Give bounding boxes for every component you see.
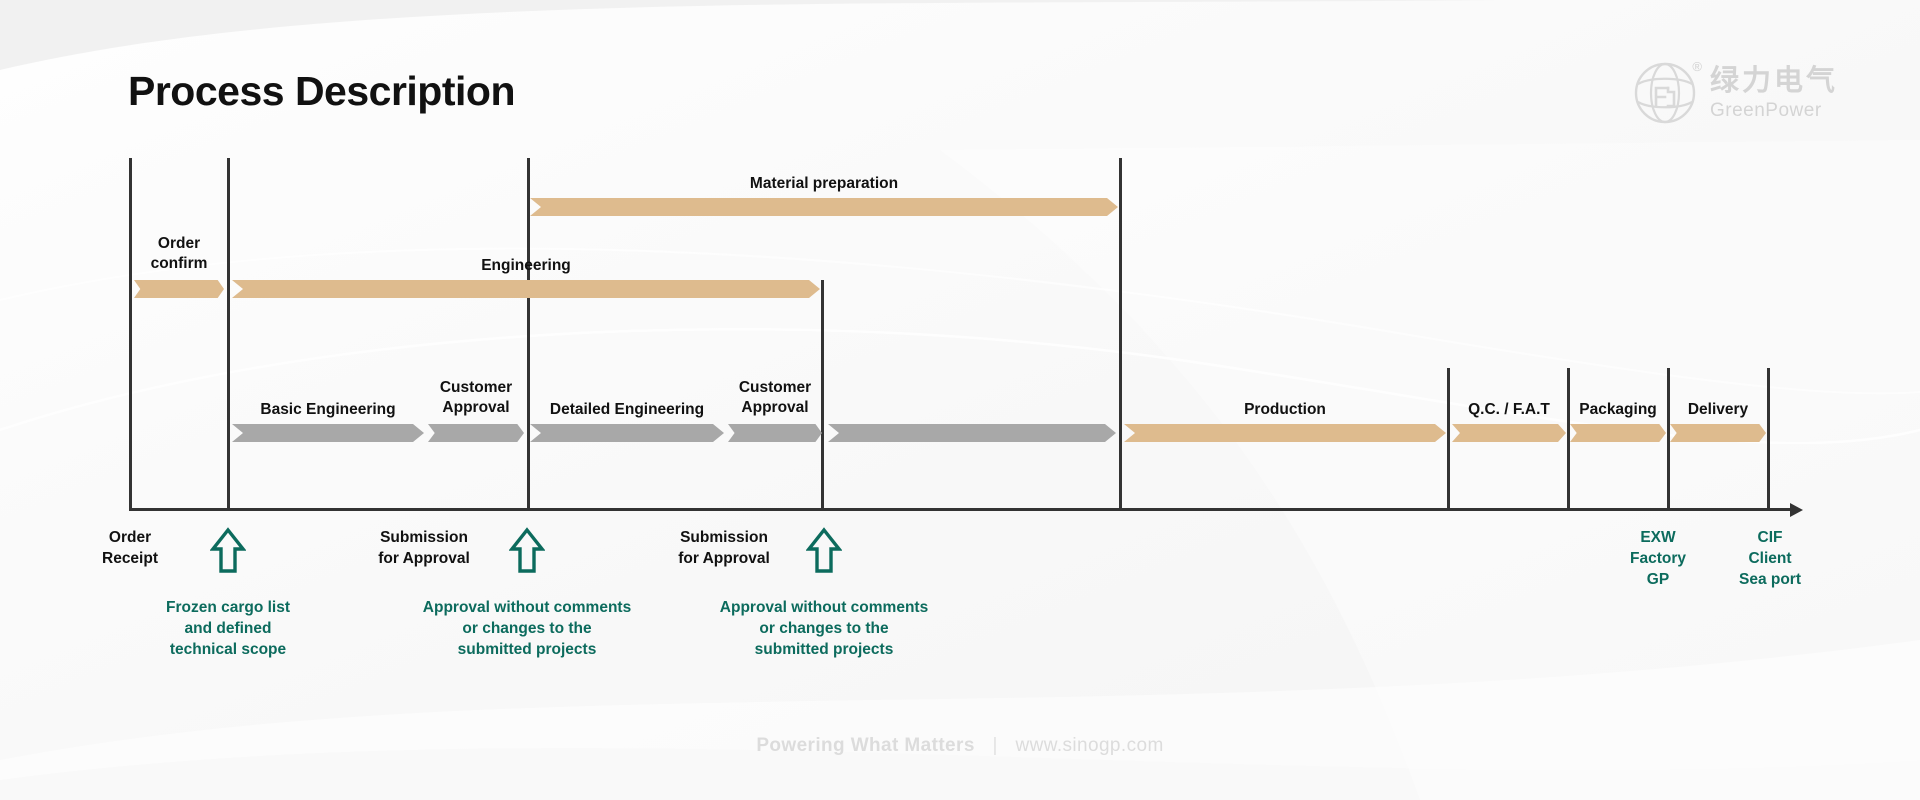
page-title: Process Description: [128, 68, 516, 114]
up-arrow-icon: [209, 527, 247, 580]
footer: Powering What Matters | www.sinogp.com: [0, 735, 1920, 757]
timeline-divider: [129, 158, 132, 511]
process-bar[interactable]: [728, 424, 822, 442]
gp-globe-icon: ®: [1634, 60, 1702, 124]
process-bar[interactable]: [530, 198, 1118, 216]
incoterm-label: CIF Client Sea port: [1738, 529, 1801, 588]
timeline-axis: [130, 508, 1790, 511]
process-bar[interactable]: [232, 280, 820, 298]
process-bar[interactable]: [1570, 424, 1666, 442]
timeline-divider: [227, 158, 230, 511]
process-bar-label: Detailed Engineering: [549, 401, 705, 418]
footer-url: www.sinogp.com: [1015, 735, 1164, 756]
process-bar[interactable]: [530, 424, 724, 442]
registered-trademark-icon: ®: [1692, 59, 1702, 74]
up-arrow-icon: [805, 527, 843, 580]
timeline-divider: [1119, 158, 1122, 511]
gate-note: Approval without comments or changes to …: [422, 599, 632, 658]
process-bar-label: Delivery: [1687, 401, 1749, 418]
process-bar-label: Material preparation: [749, 175, 899, 192]
milestone-label: Order Receipt: [102, 529, 158, 567]
process-bar[interactable]: [1670, 424, 1766, 442]
footer-slogan: Powering What Matters: [756, 735, 975, 756]
timeline-divider: [1767, 368, 1770, 511]
milestone-label: Submission for Approval: [678, 529, 770, 567]
process-bar[interactable]: [232, 424, 424, 442]
footer-separator: |: [992, 735, 998, 756]
process-bar[interactable]: [1452, 424, 1566, 442]
up-arrow-icon: [508, 527, 546, 580]
process-bar[interactable]: [828, 424, 1116, 442]
timeline-divider: [1447, 368, 1450, 511]
process-bar-label: Production: [1244, 401, 1326, 418]
gate-note: Frozen cargo list and defined technical …: [165, 599, 291, 658]
brand-name-en: GreenPower: [1709, 99, 1822, 121]
process-bar[interactable]: [428, 424, 524, 442]
axis-arrow-icon: [1790, 502, 1803, 517]
brand-logo: ® 绿力电气 GreenPower: [1634, 60, 1838, 124]
milestone-label: Submission for Approval: [378, 529, 470, 567]
process-bar-label: Basic Engineering: [260, 401, 396, 418]
process-bar-label: Engineering: [481, 257, 571, 274]
process-bar[interactable]: [1124, 424, 1446, 442]
process-bar-label: Customer Approval: [738, 379, 812, 417]
brand-name-cn: 绿力电气: [1709, 64, 1838, 97]
process-bar[interactable]: [134, 280, 224, 298]
gate-note: Approval without comments or changes to …: [719, 599, 929, 658]
